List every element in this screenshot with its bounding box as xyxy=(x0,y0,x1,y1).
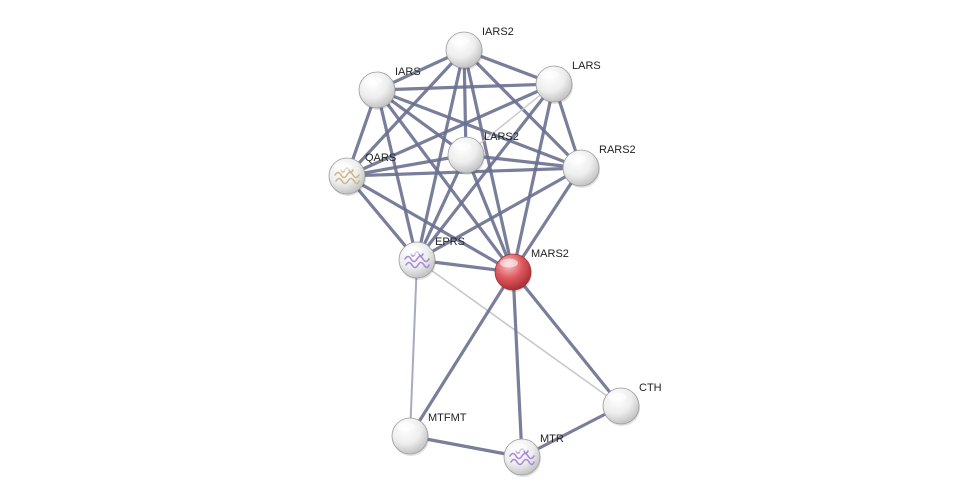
node-label-rars2: RARS2 xyxy=(599,144,636,156)
edge-qars-mars2[interactable] xyxy=(345,174,515,274)
node-mtfmt[interactable]: MTFMT xyxy=(391,412,467,456)
node-label-iars: IARS xyxy=(395,66,421,78)
node-highlight xyxy=(500,258,518,268)
edge-mtr-cth[interactable] xyxy=(520,404,623,459)
node-label-lars: LARS xyxy=(572,60,601,72)
node-highlight xyxy=(453,141,471,151)
node-highlight xyxy=(509,443,527,453)
edge-lars2-mars2[interactable] xyxy=(464,153,515,274)
node-label-mars2: MARS2 xyxy=(531,248,569,260)
edge-lars2-rars2[interactable] xyxy=(464,153,583,170)
node-label-eprs: EPRS xyxy=(435,236,465,248)
edge-rars2-eprs[interactable] xyxy=(415,166,583,262)
node-label-qars: QARS xyxy=(365,152,396,164)
node-iars[interactable]: IARS xyxy=(358,66,421,110)
node-highlight xyxy=(608,392,626,402)
node-highlight xyxy=(404,246,422,256)
edge-lars2-qars[interactable] xyxy=(345,153,468,178)
edge-iars2-qars[interactable] xyxy=(345,48,466,178)
edge-mars2-mtr[interactable] xyxy=(511,270,524,459)
edge-rars2-mars2[interactable] xyxy=(511,166,583,274)
node-highlight xyxy=(451,36,469,46)
edge-eprs-mtfmt[interactable] xyxy=(409,259,418,437)
node-eprs[interactable]: EPRS xyxy=(398,236,465,280)
node-rars2[interactable]: RARS2 xyxy=(562,144,636,188)
edge-mars2-mtfmt[interactable] xyxy=(408,270,515,438)
edge-iars2-eprs[interactable] xyxy=(415,48,466,262)
node-mtr[interactable]: MTR xyxy=(503,433,564,477)
node-highlight xyxy=(364,76,382,86)
node-iars2[interactable]: IARS2 xyxy=(445,26,514,70)
node-mars2[interactable]: MARS2 xyxy=(494,248,569,292)
node-label-mtr: MTR xyxy=(540,433,564,445)
edge-iars-rars2[interactable] xyxy=(375,88,583,170)
edge-iars-mars2[interactable] xyxy=(375,88,515,274)
node-label-mtfmt: MTFMT xyxy=(428,412,467,424)
edge-mtfmt-mtr[interactable] xyxy=(408,434,524,459)
node-label-lars2: LARS2 xyxy=(484,131,519,143)
edge-iars-lars[interactable] xyxy=(375,82,556,92)
node-lars2[interactable]: LARS2 xyxy=(447,131,519,175)
edge-eprs-cth[interactable] xyxy=(416,259,622,407)
node-cth[interactable]: CTH xyxy=(602,382,662,426)
node-highlight xyxy=(541,70,559,80)
edge-lars-qars[interactable] xyxy=(345,82,556,178)
node-label-iars2: IARS2 xyxy=(482,26,514,38)
edges-layer xyxy=(345,48,623,459)
edge-lars-lars2[interactable] xyxy=(465,83,555,156)
node-highlight xyxy=(568,154,586,164)
edge-mars2-cth[interactable] xyxy=(511,270,623,408)
node-label-cth: CTH xyxy=(639,382,662,394)
node-highlight xyxy=(397,422,415,432)
node-qars[interactable]: QARS xyxy=(328,152,396,196)
node-lars[interactable]: LARS xyxy=(535,60,601,104)
edge-lars-mars2[interactable] xyxy=(511,82,556,274)
node-highlight xyxy=(334,162,352,172)
